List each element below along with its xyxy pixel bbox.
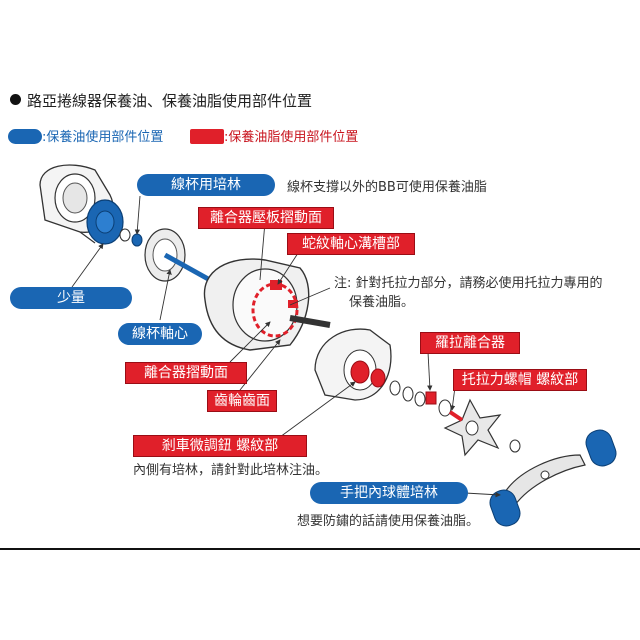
page-title: 路亞捲線器保養油、保養油脂使用部件位置 (10, 90, 312, 111)
legend-oil: :保養油使用部件位置 (8, 126, 163, 145)
ratchet-clutch-part (425, 391, 437, 405)
reel-exploded-diagram (39, 164, 617, 527)
label-clutch-plate: 離合器壓板摺動面 (198, 207, 334, 229)
star-drag (443, 398, 502, 457)
right-side-plate (314, 328, 392, 401)
label-worm-shaft: 蛇紋軸心溝槽部 (287, 233, 415, 255)
bottom-rule (0, 548, 640, 550)
oil-swatch-icon (8, 129, 42, 144)
bullet-icon (10, 94, 21, 105)
label-spool-bearing: 線杯用培林 (137, 174, 275, 196)
label-gear-surface: 齒輪齒面 (207, 390, 277, 412)
note-handle: 想要防鏽的話請使用保養油脂。 (297, 514, 480, 529)
blue-disc (86, 199, 124, 245)
note-drag-line1: 注: 針對托拉力部分，請務必使用托拉力專用的 (334, 276, 603, 291)
label-spool-shaft: 線杯軸心 (118, 323, 202, 345)
label-handle-bearing: 手把內球體培林 (310, 482, 468, 504)
note-drag-line2: 保養油脂。 (349, 295, 415, 310)
label-star-drag: 托拉力螺帽 螺紋部 (453, 369, 587, 391)
label-small-amount: 少量 (10, 287, 132, 309)
note-spool-bearing: 線杯支撐以外的BB可使用保養油脂 (287, 180, 487, 195)
spool (144, 228, 212, 283)
note-brake: 內側有培林，請針對此培林注油。 (133, 463, 329, 478)
handle (489, 429, 617, 527)
grease-swatch-icon (190, 129, 224, 144)
reel-frame (203, 258, 331, 351)
label-clutch-sliding: 離合器摺動面 (125, 362, 247, 384)
label-brake-knob: 剎車微調鈕 螺紋部 (133, 435, 307, 457)
spool-bearing-part (131, 233, 143, 247)
legend-grease: :保養油脂使用部件位置 (190, 126, 358, 145)
label-ratchet-clutch: 羅拉離合器 (420, 332, 520, 354)
